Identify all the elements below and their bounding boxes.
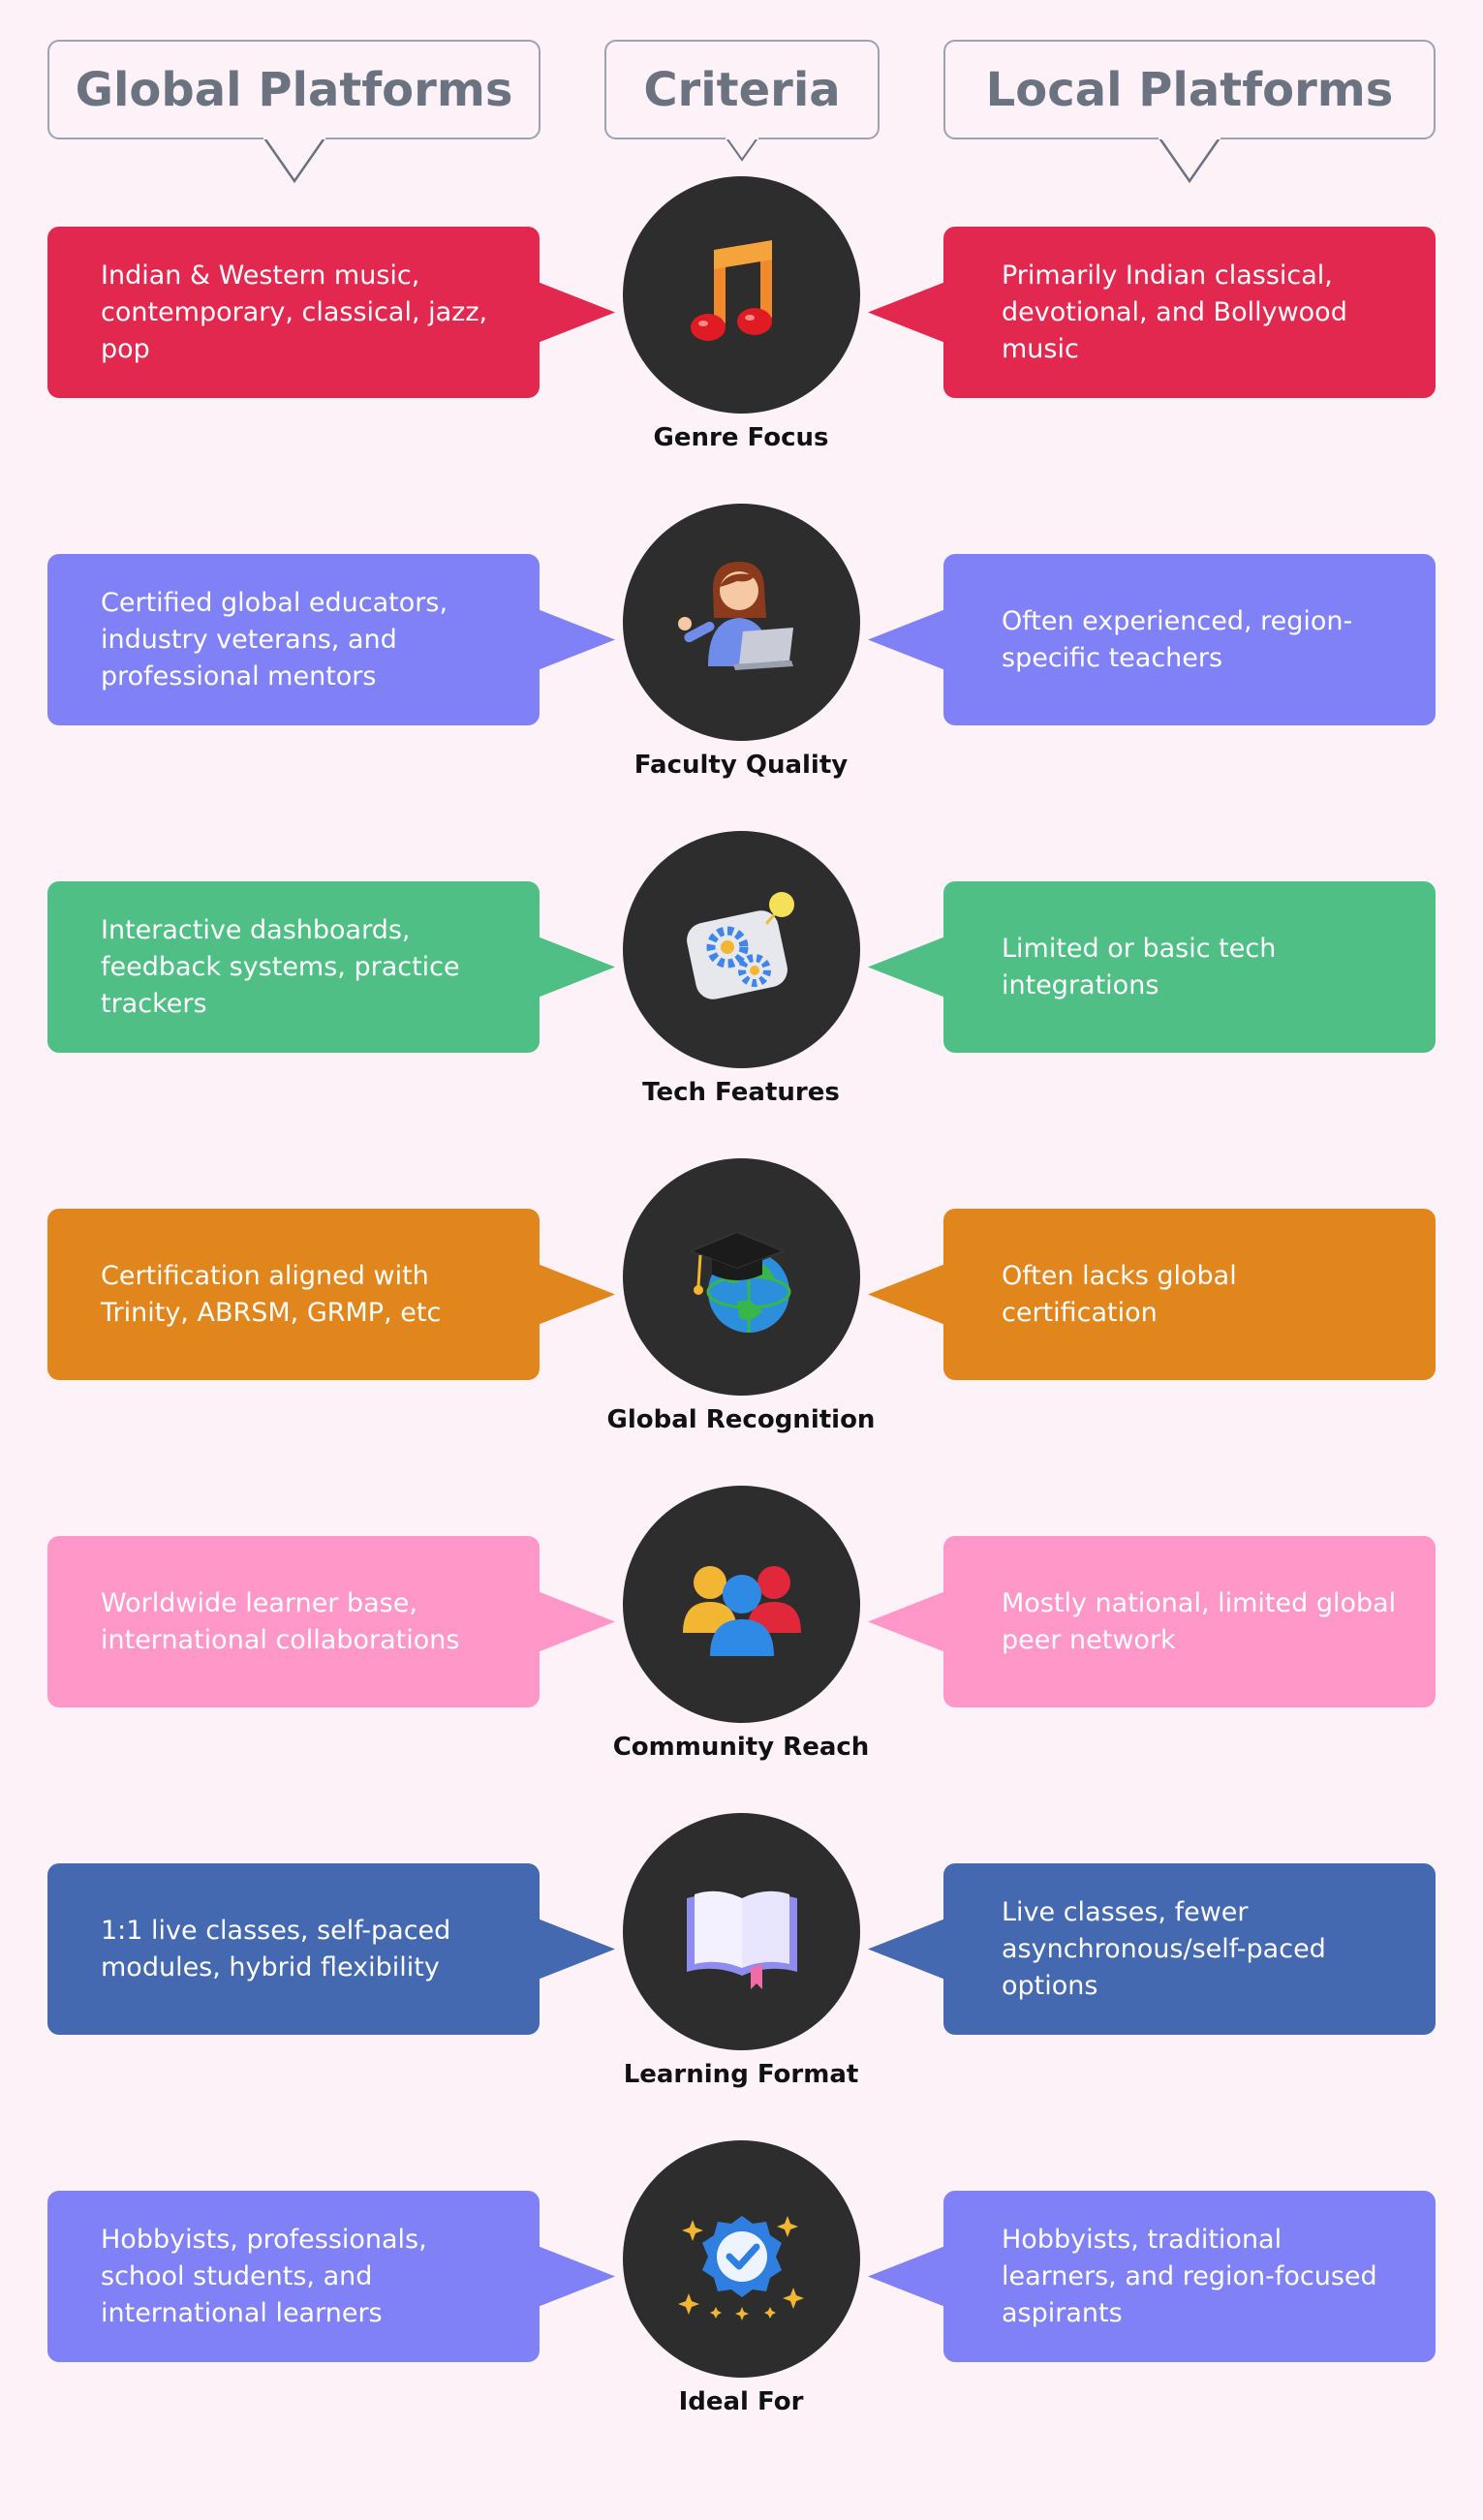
card-global-genre-focus: Indian & Western music, contemporary, cl… — [47, 227, 540, 398]
community-people-icon — [682, 1565, 801, 1656]
card-text: Limited or basic tech integrations — [1002, 933, 1277, 1000]
pointer-right — [868, 2246, 945, 2307]
pointer-right — [868, 282, 945, 343]
card-local-global-recognition: Often lacks global certification — [943, 1209, 1436, 1380]
verified-badge-icon — [677, 2215, 804, 2320]
card-local-learning-format: Live classes, fewer asynchronous/self-pa… — [943, 1863, 1436, 2035]
card-text: 1:1 live classes, self-paced modules, hy… — [101, 1915, 451, 1982]
criteria-circle — [623, 2140, 860, 2378]
pointer-left — [538, 937, 615, 998]
criteria-circle — [623, 831, 860, 1068]
header-criteria: Criteria — [604, 40, 880, 162]
criteria-label: Learning Format — [623, 2060, 859, 2089]
card-local-tech-features: Limited or basic tech integrations — [943, 881, 1436, 1053]
pointer-right — [868, 1591, 945, 1652]
card-global-community-reach: Worldwide learner base, international co… — [47, 1536, 540, 1707]
card-global-faculty-quality: Certified global educators, industry vet… — [47, 554, 540, 725]
music-note-icon — [690, 239, 772, 341]
pointer-right — [868, 1264, 945, 1325]
row-community-reach: Worldwide learner base, international co… — [0, 1486, 1483, 1865]
header-local-platforms-text: Local Platforms — [985, 62, 1394, 117]
card-local-community-reach: Mostly national, limited global peer net… — [943, 1536, 1436, 1707]
card-text: Mostly national, limited global peer net… — [1002, 1587, 1397, 1655]
pointer-left — [538, 2246, 615, 2307]
card-local-genre-focus: Primarily Indian classical, devotional, … — [943, 227, 1436, 398]
criteria-label: Ideal For — [678, 2387, 804, 2416]
open-book-icon — [686, 1890, 797, 1989]
criteria-circle — [623, 176, 860, 414]
criteria-label: Tech Features — [642, 1078, 840, 1107]
header-pointer — [263, 137, 325, 183]
pointer-left — [538, 1919, 615, 1980]
pointer-left — [538, 609, 615, 670]
criteria-label: Faculty Quality — [633, 751, 849, 780]
row-tech-features: Interactive dashboards, feedback systems… — [0, 831, 1483, 1211]
card-text: Live classes, fewer asynchronous/self-pa… — [1002, 1896, 1326, 2001]
card-global-tech-features: Interactive dashboards, feedback systems… — [47, 881, 540, 1053]
header-global-platforms-text: Global Platforms — [75, 62, 513, 117]
header-local-platforms: Local Platforms — [943, 40, 1436, 183]
criteria-circle — [623, 504, 860, 741]
card-text: Primarily Indian classical, devotional, … — [1002, 260, 1347, 364]
card-local-faculty-quality: Often experienced, region-specific teach… — [943, 554, 1436, 725]
row-ideal-for: Hobbyists, professionals, school student… — [0, 2140, 1483, 2520]
row-genre-focus: Indian & Western music, contemporary, cl… — [0, 176, 1483, 556]
row-global-recognition: Certification aligned with Trinity, ABRS… — [0, 1158, 1483, 1538]
pointer-right — [868, 1919, 945, 1980]
card-text: Hobbyists, traditional learners, and reg… — [1002, 2224, 1377, 2328]
card-text: Interactive dashboards, feedback systems… — [101, 914, 460, 1019]
card-text: Indian & Western music, contemporary, cl… — [101, 260, 488, 364]
row-learning-format: 1:1 live classes, self-paced modules, hy… — [0, 1813, 1483, 2193]
criteria-label: Global Recognition — [606, 1405, 876, 1434]
card-text: Hobbyists, professionals, school student… — [101, 2224, 427, 2328]
card-text: Worldwide learner base, international co… — [101, 1587, 460, 1655]
criteria-circle — [623, 1486, 860, 1723]
card-global-learning-format: 1:1 live classes, self-paced modules, hy… — [47, 1863, 540, 2035]
criteria-circle — [623, 1813, 860, 2050]
card-global-global-recognition: Certification aligned with Trinity, ABRS… — [47, 1209, 540, 1380]
card-global-ideal-for: Hobbyists, professionals, school student… — [47, 2191, 540, 2362]
pointer-right — [868, 937, 945, 998]
card-local-ideal-for: Hobbyists, traditional learners, and reg… — [943, 2191, 1436, 2362]
criteria-circle — [623, 1158, 860, 1396]
row-faculty-quality: Certified global educators, industry vet… — [0, 504, 1483, 883]
pointer-left — [538, 1264, 615, 1325]
header-global-platforms: Global Platforms — [47, 40, 541, 183]
criteria-label: Community Reach — [612, 1733, 870, 1762]
card-text: Certified global educators, industry vet… — [101, 587, 448, 691]
card-text: Often experienced, region-specific teach… — [1002, 605, 1353, 673]
pointer-left — [538, 282, 615, 343]
pointer-right — [868, 609, 945, 670]
teacher-laptop-icon — [677, 561, 793, 670]
graduation-globe-icon — [687, 1230, 790, 1333]
header-pointer — [726, 137, 758, 162]
card-text: Often lacks global certification — [1002, 1260, 1237, 1328]
criteria-label: Genre Focus — [653, 423, 829, 452]
gears-icon — [686, 891, 794, 999]
header-criteria-text: Criteria — [643, 62, 841, 117]
pointer-left — [538, 1591, 615, 1652]
card-text: Certification aligned with Trinity, ABRS… — [101, 1260, 442, 1328]
header-pointer — [1159, 137, 1220, 183]
